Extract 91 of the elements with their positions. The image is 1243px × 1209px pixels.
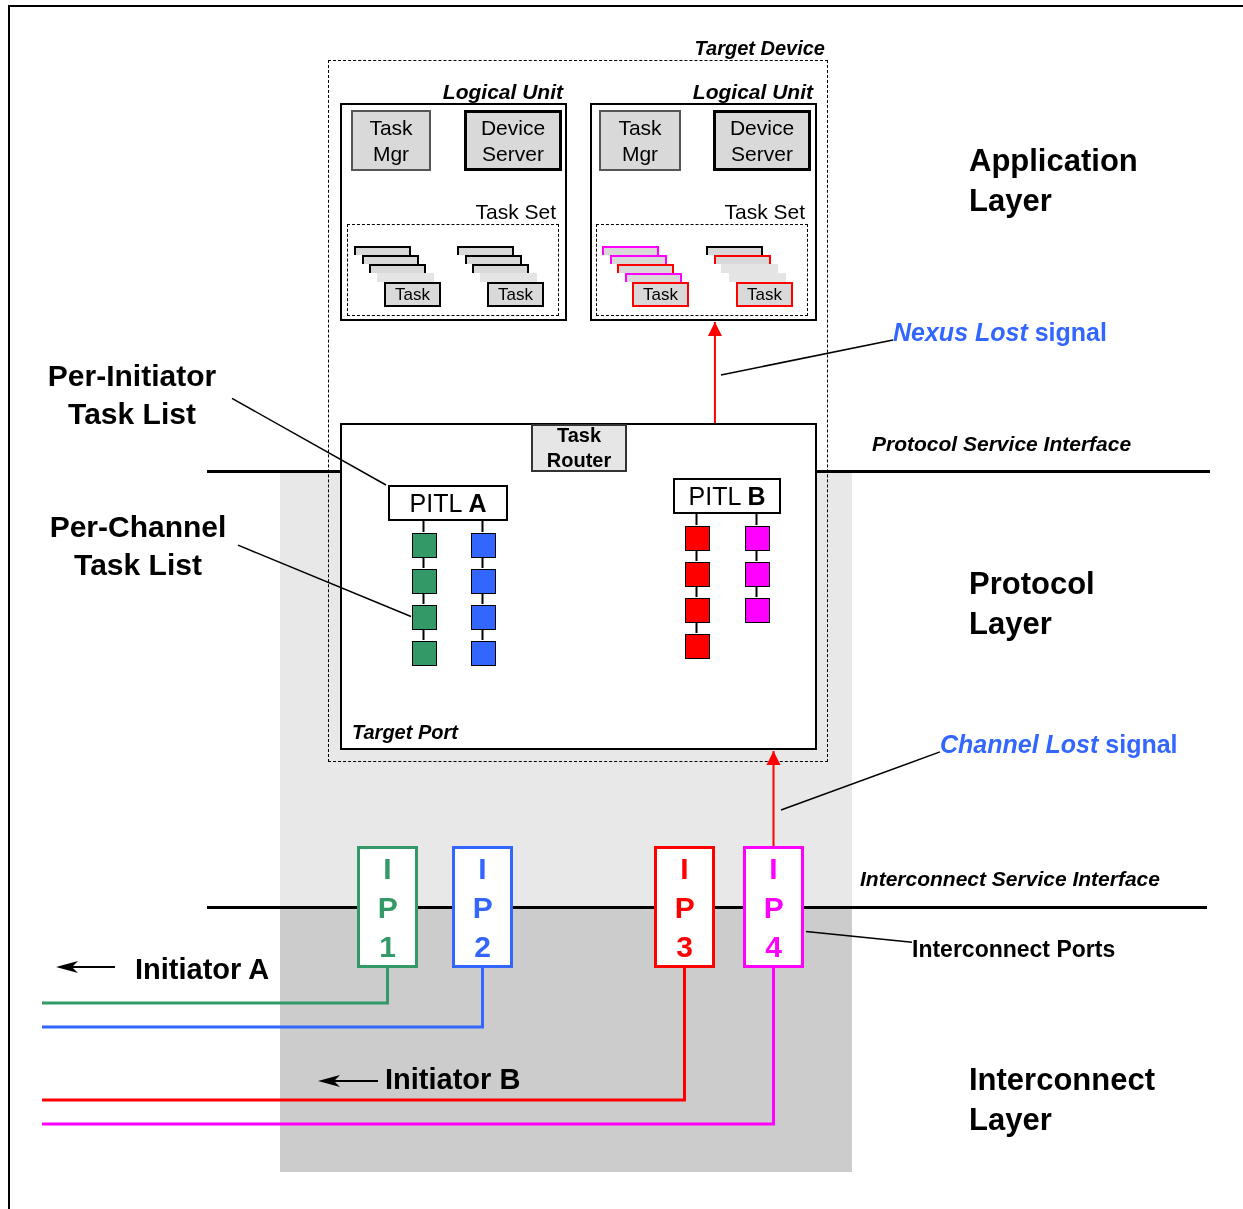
connector-line [481,592,484,605]
task-box [479,273,537,282]
port-box: I P 4 [743,846,804,968]
box-title: Target Port [352,721,458,744]
task-box [617,264,674,273]
task-box [721,264,778,273]
task-square [471,641,496,666]
port-box: I P 1 [357,846,418,968]
annotation-text: Per-Initiator Task List [32,353,232,437]
task-manager-box: Task Mgr [599,110,681,171]
connector-line [422,556,425,569]
task-square [745,562,770,587]
task-square [412,605,437,630]
annotation-text: Per-Channel Task List [38,504,238,588]
box-title: Task Set [475,200,556,224]
box-title: Task Set [724,200,805,224]
connector-line [42,968,484,1029]
target-port-box [340,423,817,750]
task-box [354,246,411,255]
device-server-box: Device Server [713,110,811,171]
arrow [766,750,781,847]
leader-line [237,544,412,618]
task-box [728,273,786,282]
task-square [471,533,496,558]
connector-line [695,585,698,598]
task-manager-box: Task Mgr [351,110,431,171]
task-box [361,255,419,264]
port-box: I P 3 [654,846,715,968]
list-header-box: PITL A [388,485,508,521]
task-box [457,246,514,255]
connector-line [422,519,425,533]
initiator-label: Initiator A [135,953,270,986]
layer-label: Interconnect Layer [969,1061,1157,1139]
leader-line [231,397,387,486]
connector-line [422,592,425,605]
task-square [685,634,710,659]
layer-label: Application Layer [969,142,1139,220]
task-square [745,598,770,623]
task-square [685,598,710,623]
task-square [471,569,496,594]
connector-line [42,968,389,1005]
task-box: Task [384,282,441,307]
task-box: Task [487,282,544,307]
task-box [376,273,434,282]
annotation-text: Interconnect Ports [912,932,1152,966]
annotation-text: Channel Lost signal [940,726,1200,762]
arrow [707,321,722,424]
list-header-box: PITL B [673,478,781,514]
connector-line [481,519,484,533]
task-box [602,246,659,255]
connector-line [481,556,484,569]
connector-line [695,621,698,634]
connector-line [42,968,775,1126]
box-title: Logical Unit [692,80,813,104]
leader-line [720,339,894,376]
connector-line [42,968,686,1102]
connector-line [481,628,484,641]
connector-line [695,549,698,562]
task-box [609,255,667,264]
task-box: Task [736,282,793,307]
task-box [624,273,682,282]
initiator-label: Initiator B [385,1063,521,1096]
task-square [685,562,710,587]
leader-line [780,751,941,811]
connector-line [755,549,758,562]
task-box [472,264,529,273]
task-box [706,246,763,255]
task-box: Task [632,282,689,307]
task-square [412,641,437,666]
task-square [471,605,496,630]
connector-line [755,585,758,598]
task-square [412,569,437,594]
box-title: Logical Unit [442,80,563,104]
device-server-box: Device Server [464,110,562,171]
task-box [464,255,522,264]
connector-line [755,512,758,526]
task-router-box: Task Router [531,424,627,472]
port-box: I P 2 [452,846,513,968]
connector-line [695,512,698,526]
task-square [745,526,770,551]
leader-line [805,930,913,943]
layer-label: Protocol Layer [969,565,1096,643]
task-box [713,255,771,264]
task-square [685,526,710,551]
annotation-text: Nexus Lost signal [893,314,1133,350]
connector-line [422,628,425,641]
interface-label: Protocol Service Interface [872,432,1132,456]
task-box [369,264,426,273]
interface-label: Interconnect Service Interface [860,867,1160,891]
box-title: Target Device [694,37,825,60]
task-square [412,533,437,558]
